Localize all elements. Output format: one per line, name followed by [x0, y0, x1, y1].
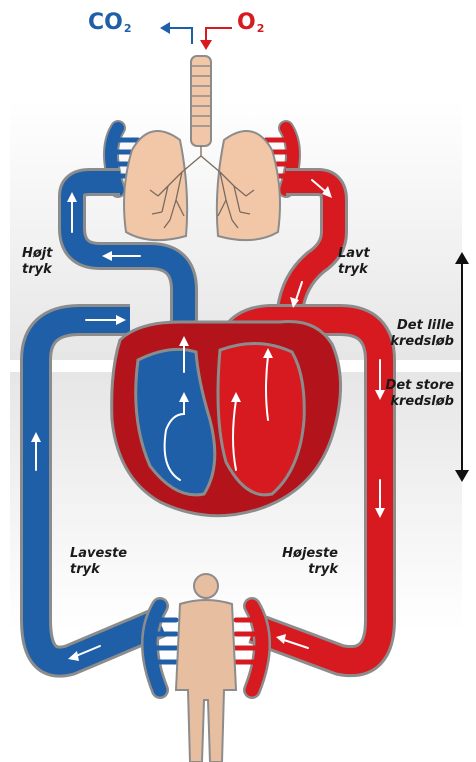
co2-text: CO: [88, 10, 123, 35]
high-pressure-label: Højt tryk: [22, 246, 52, 278]
o2-label: O2: [237, 10, 264, 35]
o2-subscript: 2: [257, 22, 265, 35]
co2-subscript: 2: [124, 22, 132, 35]
o2-text: O: [237, 10, 256, 35]
human-figure: [176, 574, 236, 762]
co2-label: CO2: [88, 10, 132, 35]
small-circulation-label: Det lille kredsløb: [376, 318, 454, 350]
o2-arrow: [206, 28, 232, 42]
large-circulation-label: Det store kredsløb: [370, 378, 454, 410]
highest-pressure-label: Højeste tryk: [276, 546, 338, 578]
left-ventricle: [218, 343, 304, 494]
co2-arrow: [168, 28, 192, 44]
low-pressure-label: Lavt tryk: [338, 246, 370, 278]
lowest-pressure-label: Laveste tryk: [70, 546, 127, 578]
o2-arrow-head: [200, 40, 212, 50]
trachea: [191, 56, 211, 146]
co2-arrow-head: [160, 22, 170, 34]
